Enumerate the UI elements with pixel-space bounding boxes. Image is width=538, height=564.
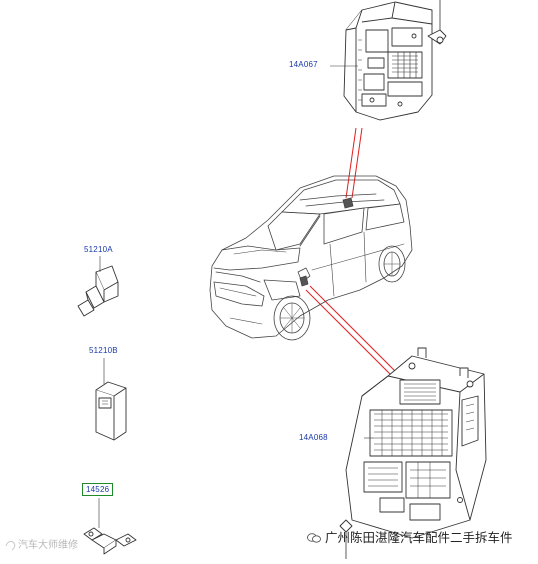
part-label-51210a[interactable]: 51210A	[84, 245, 113, 254]
watermark-right: 广州陈田湛隆汽车配件二手拆车件	[307, 527, 513, 546]
upper-fuse-module-illustration[interactable]	[343, 0, 447, 121]
watermark-left: 汽车大师维修	[18, 540, 78, 551]
part-label-14a067[interactable]: 14A067	[289, 60, 318, 69]
brand-logo-icon	[5, 541, 16, 551]
lower-fuse-module-illustration[interactable]	[339, 347, 487, 559]
relay-51210b-illustration[interactable]	[95, 381, 127, 441]
relay-51210a-illustration[interactable]	[77, 265, 119, 317]
part-label-14526-highlighted[interactable]: 14526	[82, 483, 114, 496]
vehicle-illustration	[209, 175, 413, 341]
fuse-link-14526-illustration[interactable]	[83, 527, 137, 555]
location-leader-lines	[305, 127, 397, 377]
wechat-icon	[307, 533, 321, 543]
part-label-51210b[interactable]: 51210B	[89, 346, 118, 355]
part-label-14a068[interactable]: 14A068	[299, 433, 328, 442]
